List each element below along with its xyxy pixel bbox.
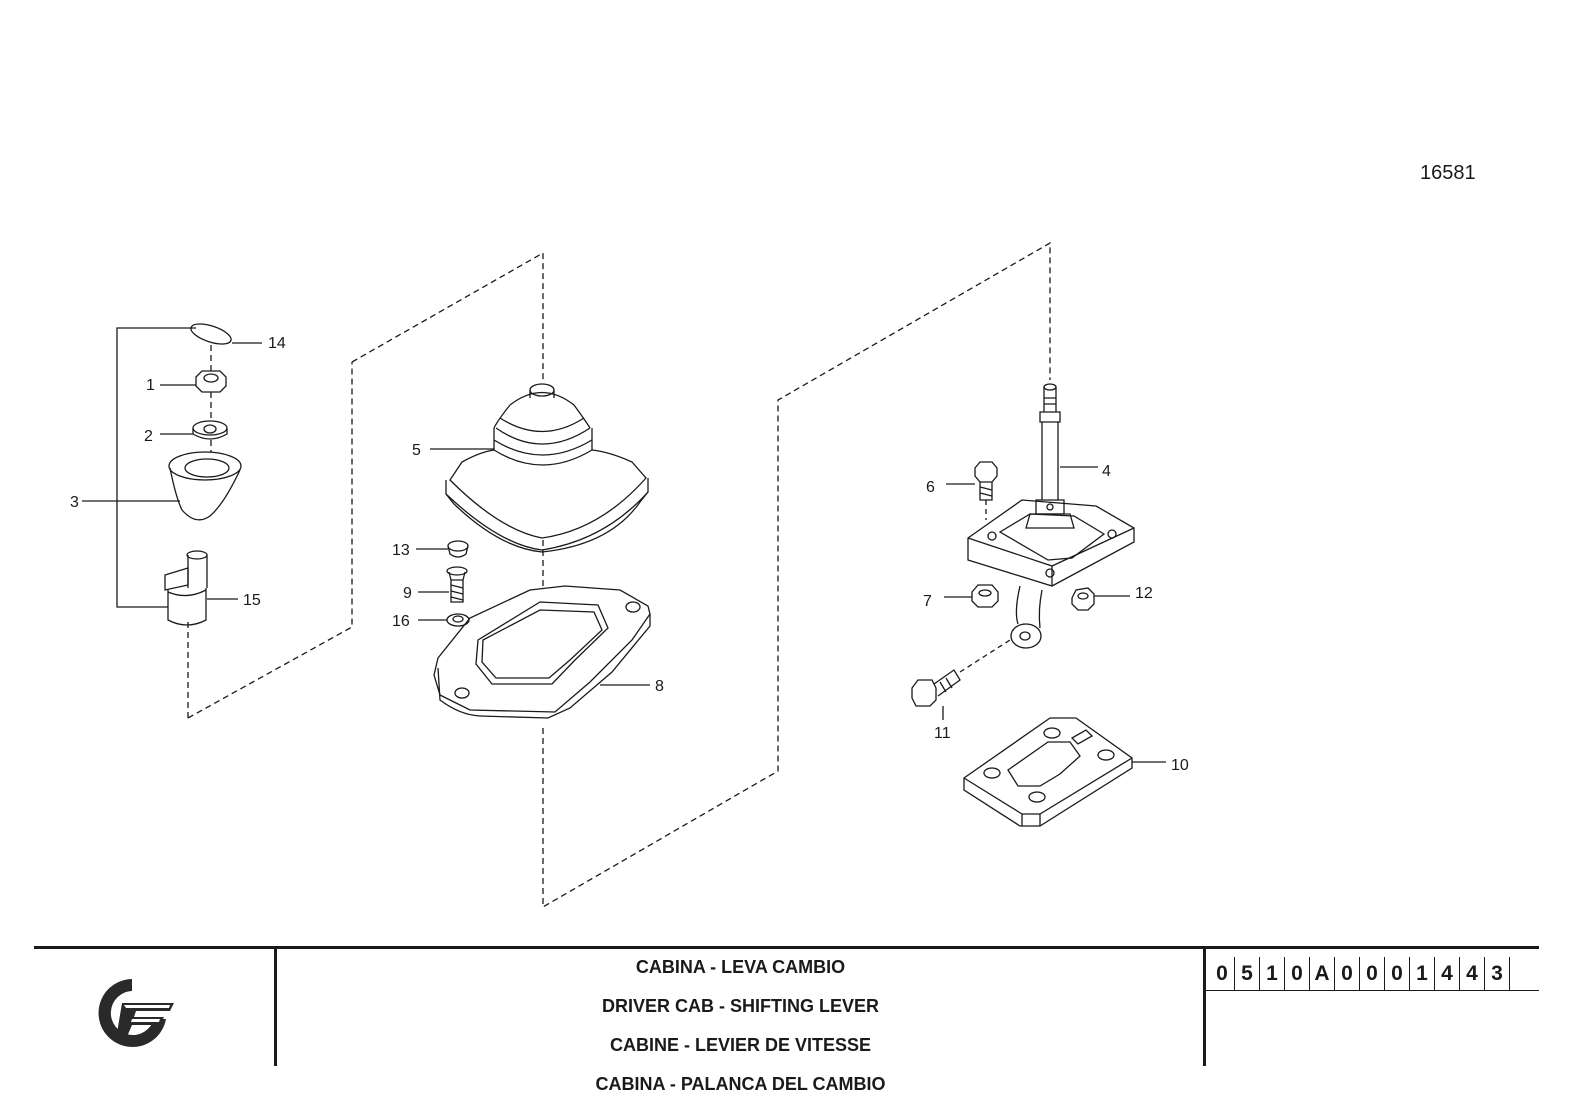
callout-13: 13 (392, 542, 410, 559)
title-block-divider-left (274, 946, 277, 1066)
part-14-cap (190, 323, 232, 345)
code-char: 4 (1435, 957, 1460, 991)
code-char: A (1310, 957, 1335, 991)
code-char: 4 (1460, 957, 1485, 991)
title-french: CABINE - LEVIER DE VITESSE (609, 1035, 872, 1055)
part-15-lever-socket (164, 550, 208, 626)
callout-14: 14 (268, 335, 286, 352)
part-8-frame-plate (433, 585, 651, 719)
callout-15: 15 (243, 592, 261, 609)
title-block-top-rule (34, 946, 1539, 949)
part-code: 0 5 1 0 A 0 0 0 1 4 4 3 (1206, 949, 1539, 999)
title-spanish: CABINA - PALANCA DEL CAMBIO (595, 1074, 886, 1094)
code-char: 1 (1260, 957, 1285, 991)
code-char: 0 (1285, 957, 1310, 991)
callout-16: 16 (392, 613, 410, 630)
code-char: 1 (1410, 957, 1435, 991)
part-2-washer (192, 420, 228, 440)
callout-7: 7 (923, 593, 932, 610)
drawing-number: 16581 (1420, 162, 1476, 184)
code-char: 3 (1485, 957, 1510, 991)
callout-4: 4 (1102, 463, 1111, 480)
callout-2: 2 (144, 428, 153, 445)
code-char: 0 (1335, 957, 1360, 991)
code-char: 0 (1210, 957, 1235, 991)
part-12-nut (1071, 587, 1095, 611)
callout-12: 12 (1135, 585, 1153, 602)
callout-8: 8 (655, 678, 664, 695)
callout-3: 3 (70, 494, 79, 511)
callout-6: 6 (926, 479, 935, 496)
part-13-cap (447, 540, 469, 558)
callout-1: 1 (146, 377, 155, 394)
part-5-rubber-boot (445, 383, 649, 553)
part-11-bolt (911, 669, 961, 707)
code-char: 0 (1385, 957, 1410, 991)
manufacturer-logo-icon (98, 979, 174, 1047)
title-italian: CABINA - LEVA CAMBIO (635, 957, 846, 977)
part-6-bolt (974, 461, 998, 501)
logo-cell (34, 949, 274, 1067)
code-char: 5 (1235, 957, 1260, 991)
callout-9: 9 (403, 585, 412, 602)
exploded-parts-diagram: 14 1 2 3 15 5 13 9 16 8 4 6 7 12 11 10 (70, 241, 1189, 909)
callout-5: 5 (412, 442, 421, 459)
part-10-spacer-plate (963, 717, 1133, 827)
code-underline (1206, 990, 1539, 991)
part-3-knob (168, 451, 242, 521)
part-9-screw (446, 566, 468, 603)
part-1-nut (195, 370, 227, 393)
title-block: CABINA - LEVA CAMBIO DRIVER CAB - SHIFTI… (0, 940, 1575, 1114)
title-block-divider-right (1203, 946, 1206, 1066)
title-english: DRIVER CAB - SHIFTING LEVER (601, 996, 879, 1016)
part-4-lever-shaft (967, 383, 1135, 649)
callout-11: 11 (934, 725, 951, 742)
callout-10: 10 (1171, 757, 1189, 774)
part-7-nut (971, 584, 999, 608)
code-char: 0 (1360, 957, 1385, 991)
